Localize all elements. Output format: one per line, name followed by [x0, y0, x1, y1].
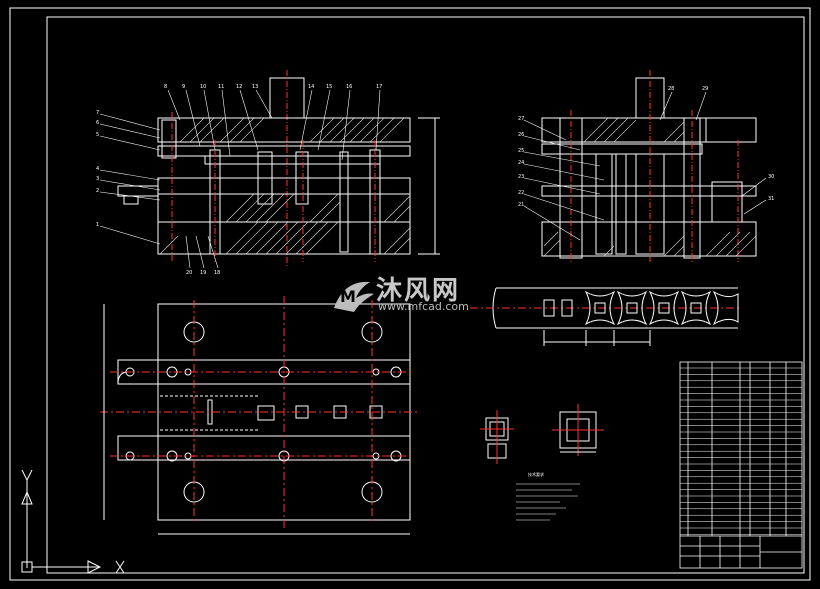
watermark-url: www.mfcad.com: [378, 300, 469, 313]
part-details: [480, 404, 604, 464]
callout-27: 27: [518, 116, 524, 122]
callout-19: 19: [200, 270, 206, 276]
callout-12: 12: [236, 84, 242, 90]
callout-20: 20: [186, 270, 192, 276]
callout-13: 13: [252, 84, 258, 90]
front-hatch: [159, 117, 411, 255]
side-hatch: [543, 117, 757, 257]
callout-21: 21: [518, 202, 524, 208]
callout-2: 2: [96, 188, 99, 194]
inner-frame: [46, 16, 805, 574]
callout-8: 8: [164, 84, 167, 90]
callout-4: 4: [96, 166, 99, 172]
front-leaders: [99, 89, 381, 269]
ucs-icon: [21, 469, 125, 574]
callout-26: 26: [518, 132, 524, 138]
front-callout-labels: 8 9 10 11 12 13 14 15 16 17 7 6 5 4 3 2 …: [96, 84, 382, 276]
callout-1: 1: [96, 222, 99, 228]
callout-6: 6: [96, 120, 99, 126]
bom-table: [679, 361, 803, 569]
notes-title: 技术要求: [528, 471, 544, 477]
callout-10: 10: [200, 84, 206, 90]
callout-16: 16: [346, 84, 352, 90]
side-leaders: [523, 91, 767, 241]
callout-11: 11: [218, 84, 224, 90]
callout-30: 30: [768, 174, 774, 180]
strip-layout: [470, 287, 742, 346]
svg-text:M: M: [340, 287, 356, 306]
callout-9: 9: [182, 84, 185, 90]
callout-28: 28: [668, 86, 674, 92]
plan-view: [100, 296, 418, 535]
callout-24: 24: [518, 160, 524, 166]
callout-17: 17: [376, 84, 382, 90]
callout-7: 7: [96, 110, 99, 116]
bom-rows: [680, 367, 802, 535]
callout-29: 29: [702, 86, 708, 92]
front-section-view: [117, 70, 440, 268]
callout-25: 25: [518, 148, 524, 154]
callout-18: 18: [214, 270, 220, 276]
callout-14: 14: [308, 84, 314, 90]
callout-15: 15: [326, 84, 332, 90]
callout-31: 31: [768, 196, 774, 202]
outer-frame: [9, 7, 811, 581]
technical-notes: 技术要求: [528, 471, 544, 477]
mfcad-logo: M: [334, 281, 374, 312]
side-callout-labels: 27 26 25 24 23 22 21 28 29 30 31: [518, 86, 774, 208]
notes-lines: [516, 483, 580, 521]
side-section-view: [541, 70, 757, 262]
callout-5: 5: [96, 132, 99, 138]
title-block: [680, 535, 802, 568]
callout-22: 22: [518, 190, 524, 196]
callout-23: 23: [518, 174, 524, 180]
callout-3: 3: [96, 176, 99, 182]
watermark-brand: 沐风网: [376, 276, 461, 306]
